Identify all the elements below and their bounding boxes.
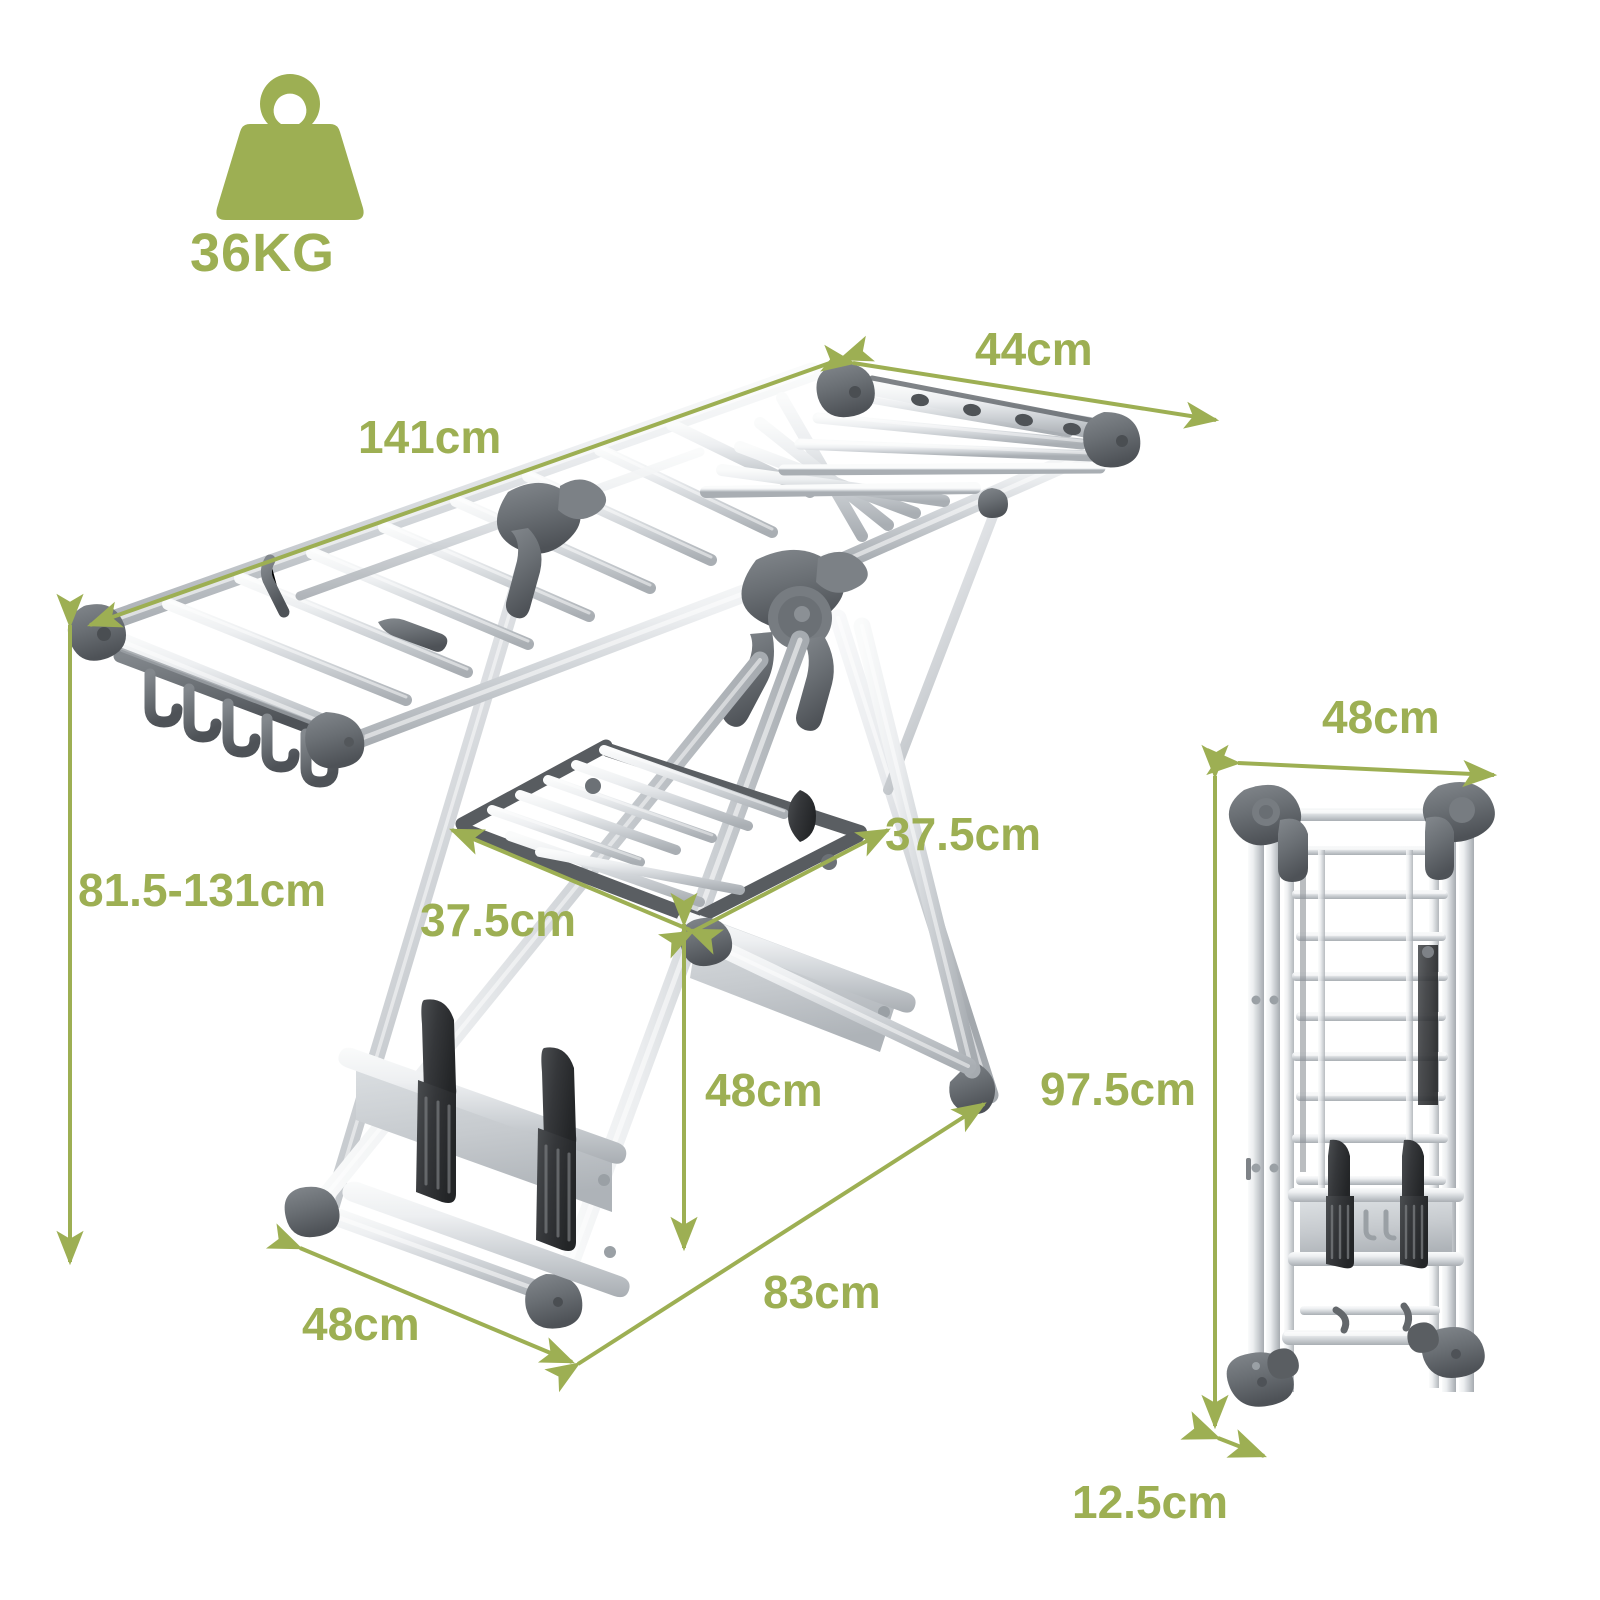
weight-label: 36KG — [190, 223, 336, 283]
dim-line-375-left — [449, 828, 725, 955]
dim-line-125cm — [1180, 1411, 1267, 1458]
dim-line-44cm — [820, 344, 1220, 429]
dim-label-975cm: 97.5cm — [1040, 1063, 1197, 1115]
dim-line-141cm — [86, 335, 875, 628]
dim-line-375-right — [658, 828, 891, 959]
dim-line-48cm-foot — [265, 1223, 575, 1364]
dim-label-375-left: 37.5cm — [420, 894, 577, 946]
dim-label-125cm: 12.5cm — [1072, 1476, 1229, 1528]
weight-icon — [216, 74, 364, 220]
dim-label-48cm-foot: 48cm — [302, 1298, 420, 1350]
dim-label-83cm: 83cm — [763, 1266, 881, 1318]
dim-label-48cm-vert: 48cm — [705, 1064, 823, 1116]
dim-label-44cm: 44cm — [975, 323, 1093, 375]
dim-line-folded-48cm — [1206, 747, 1498, 788]
dim-label-height: 81.5-131cm — [78, 864, 327, 916]
dim-label-375-right: 37.5cm — [885, 808, 1042, 860]
dim-label-folded-48cm: 48cm — [1322, 691, 1440, 743]
dim-label-141cm: 141cm — [358, 411, 502, 463]
dim-line-83cm — [544, 1102, 987, 1393]
